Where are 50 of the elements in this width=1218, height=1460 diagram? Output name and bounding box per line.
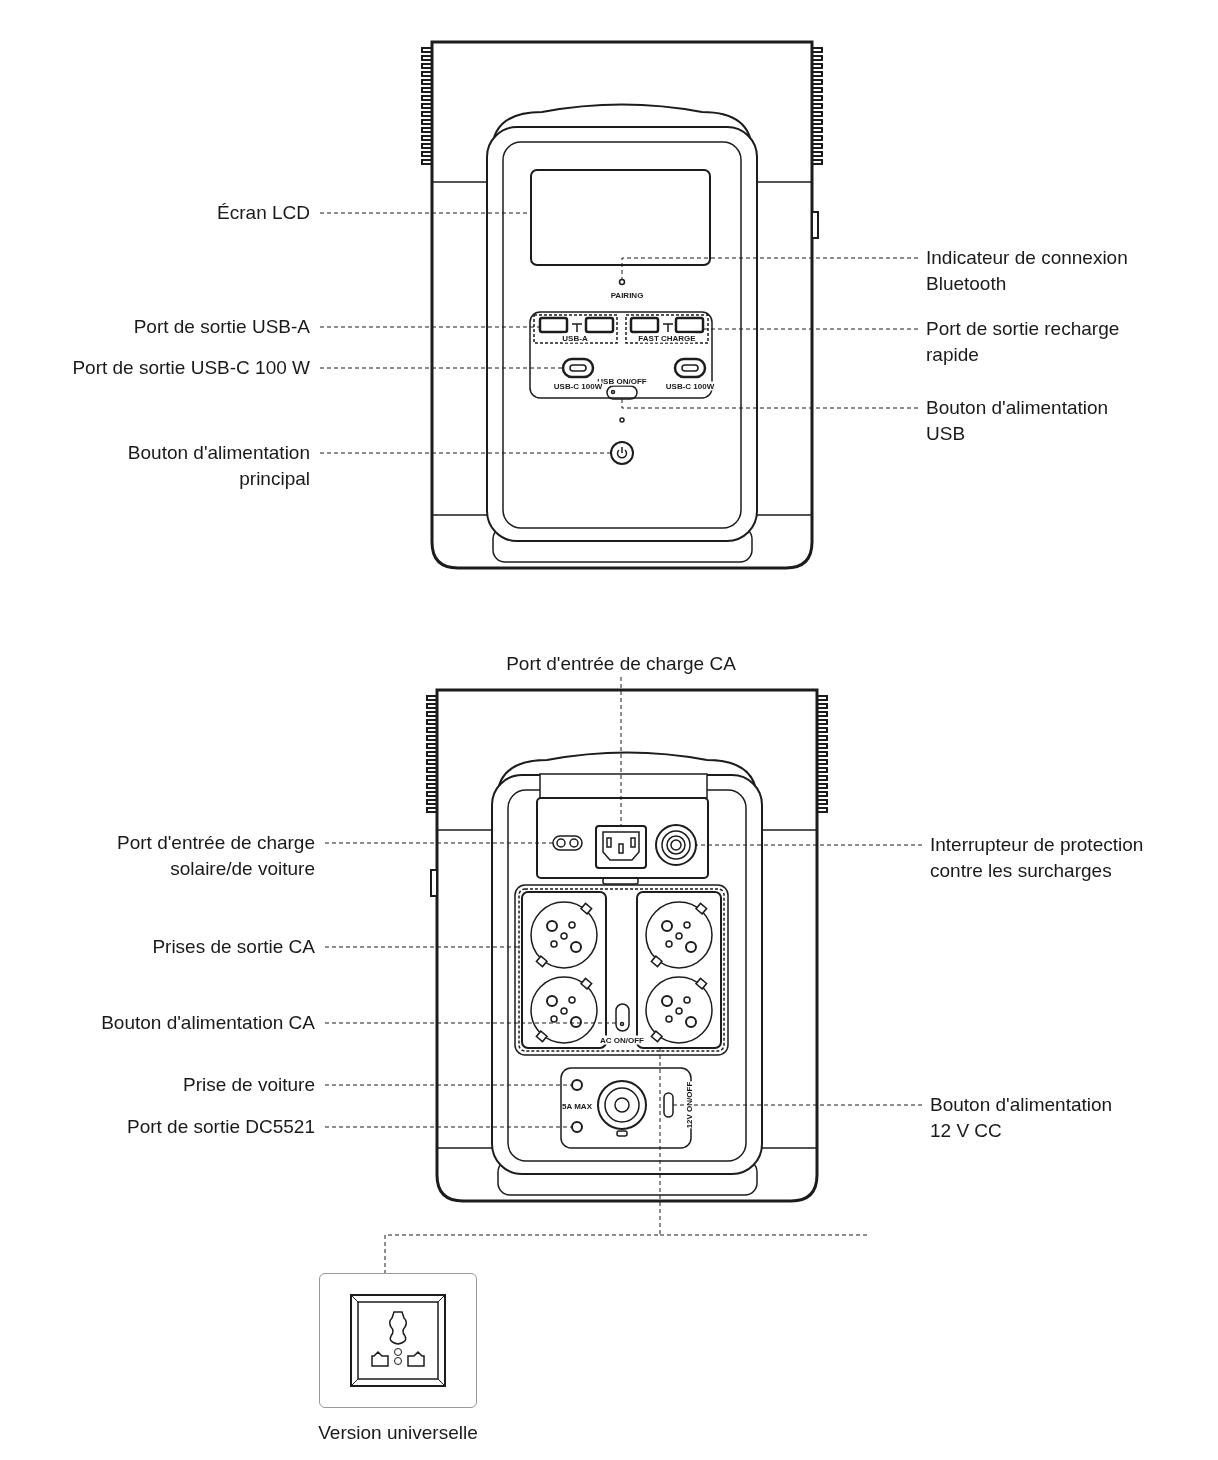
panel-label: 12V ON/OFF: [684, 1081, 694, 1129]
callout-label: Indicateur de connexion Bluetooth: [918, 245, 1193, 297]
callout-label: Port d'entrée de charge CA: [411, 651, 831, 677]
panel-label: FAST CHARGE: [638, 333, 696, 343]
callout-label: Port d'entrée de charge solaire/de voiture: [50, 830, 325, 882]
dc-input-port: [552, 835, 583, 851]
leader-line: [324, 1126, 573, 1128]
leader-line: [672, 1104, 923, 1106]
leader-line: [324, 842, 554, 844]
toggle-switch: [663, 1092, 674, 1118]
lcd-screen: [530, 169, 711, 266]
ac-inlet: [595, 825, 647, 869]
circuit-breaker: [655, 824, 697, 866]
panel-label: USB-C 100W: [665, 381, 715, 391]
leader-line: [621, 257, 919, 280]
callout-label: Port de sortie USB-C 100 W: [10, 355, 320, 381]
leader-line: [319, 367, 564, 369]
leader-line: [621, 398, 919, 409]
callout-label: Port de sortie DC5521: [60, 1114, 325, 1140]
leader-line: [695, 844, 923, 846]
usb-port: [674, 316, 705, 334]
callout-label: Interrupteur de protection contre les surcharges: [922, 832, 1184, 884]
dc-port: [571, 1079, 583, 1091]
callout-label: Port de sortie USB-A: [60, 314, 320, 340]
indicator-light: [618, 278, 626, 286]
panel-label: USB-A: [562, 333, 588, 343]
callout-label: Prise de voiture: [60, 1072, 325, 1098]
leader-line: [620, 676, 622, 827]
usb-c-port: [561, 357, 595, 379]
panel-label: 5A MAX: [562, 1101, 592, 1111]
callout-label: Bouton d'alimentation 12 V CC: [922, 1092, 1122, 1144]
power-button: [610, 441, 634, 465]
dc-port: [571, 1121, 583, 1133]
callout-label: Port de sortie recharge rapide: [918, 316, 1153, 368]
panel-label: AC ON/OFF: [600, 1035, 644, 1045]
leader-line: [319, 452, 612, 454]
usb-port: [538, 316, 569, 334]
callout-label: Bouton d'alimentation CA: [30, 1010, 325, 1036]
toggle-switch: [606, 385, 638, 400]
callout-label: Bouton d'alimentation USB: [918, 395, 1118, 447]
leader-line: [319, 326, 541, 328]
callout-label: Prises de sortie CA: [60, 934, 325, 960]
leader-line: [324, 1022, 617, 1024]
panel-label: PAIRING: [610, 290, 644, 300]
leader-line: [702, 328, 919, 330]
leader-line: [324, 1084, 573, 1086]
callout-label: Écran LCD: [60, 200, 320, 226]
toggle-switch: [615, 1003, 630, 1032]
callout-label: Bouton d'alimentation principal: [70, 440, 320, 492]
inset-caption: Version universelle: [318, 1421, 478, 1445]
